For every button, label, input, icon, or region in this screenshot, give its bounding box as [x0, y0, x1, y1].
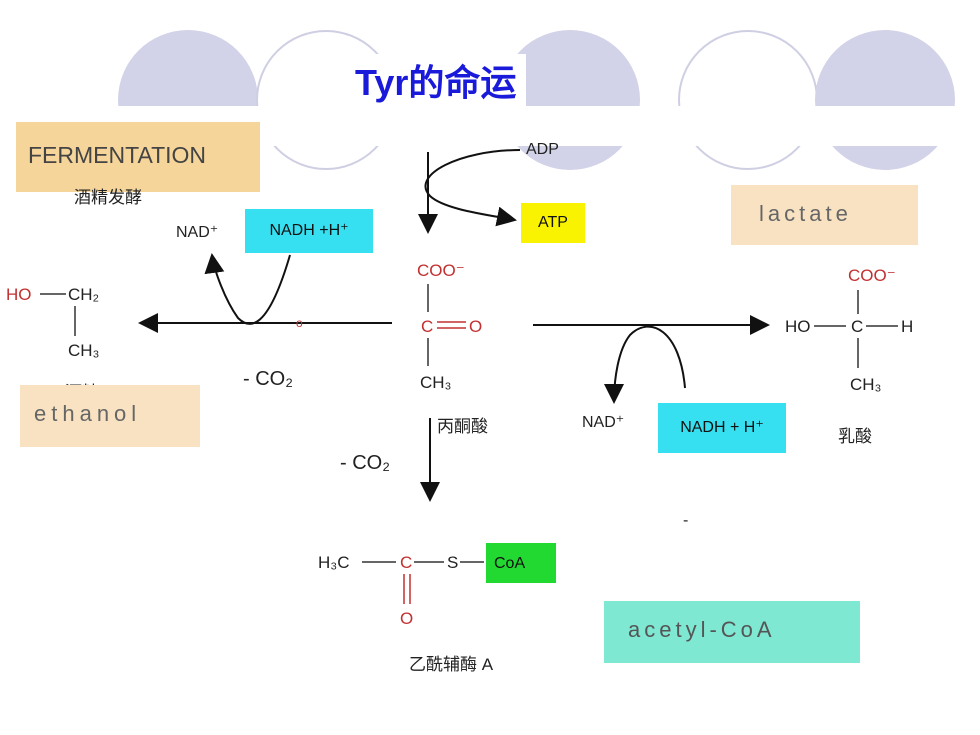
adp-label: ADP [526, 141, 559, 158]
fermentation-label: FERMENTATION [28, 142, 207, 168]
lactate-ho: HO [785, 317, 811, 336]
decor-circle-4 [678, 30, 818, 170]
adp-atp-curve [424, 149, 521, 227]
nadh-to-nad-curve-right [604, 325, 686, 404]
acetylcoa-box: acetyl-CoA [604, 601, 860, 663]
pyruvate-zh: 丙酮酸 [437, 417, 488, 436]
acetylcoa-coa: CoA [494, 555, 525, 572]
atp-box: ATP [521, 203, 585, 243]
lactate-h: H [901, 317, 913, 336]
acetylcoa-h3c: H₃C [318, 553, 349, 572]
pyruvate-c: C [421, 317, 433, 336]
lactate-ch3: CH₃ [850, 375, 881, 394]
fermentation-box: FERMENTATION [16, 122, 260, 192]
acetylcoa-zh: 乙酰辅酶 A [409, 655, 494, 674]
lactate-c: C [851, 317, 863, 336]
lactate-label: lactate [759, 201, 852, 226]
acetylcoa-c: C [400, 553, 412, 572]
ethanol-ch2: CH₂ [68, 285, 99, 304]
page-title: Tyr的命运 [345, 54, 527, 106]
pyruvate-o: O [469, 317, 482, 336]
fermentation-zh: 酒精发酵 [74, 188, 142, 207]
acetylcoa-label: acetyl-CoA [628, 617, 776, 642]
acetylcoa-s: S [447, 553, 458, 572]
pyruvate-ch3: CH₃ [420, 373, 451, 392]
co2-down-label: - CO₂ [340, 452, 390, 474]
co2-left-label: - CO₂ [243, 368, 293, 390]
nadh-right-box: NADH + H⁺ [658, 403, 786, 453]
bond-node-o: o [296, 316, 303, 330]
ethanol-box: ethanol [20, 385, 200, 447]
ethanol-ho: HO [6, 285, 32, 304]
decor-circle-5 [815, 30, 955, 170]
acetylcoa-o: O [400, 609, 413, 628]
pyruvate-coo: COO⁻ [417, 261, 465, 280]
coa-box [486, 543, 556, 583]
dash-mark: - [683, 512, 689, 529]
nad-right-label: NAD⁺ [582, 414, 625, 431]
lactate-box: lactate [731, 185, 918, 245]
ethanol-ch3: CH₃ [68, 341, 99, 360]
ethanol-label: ethanol [34, 401, 142, 426]
nadh-left-box: NADH +H⁺ [245, 209, 373, 253]
lactate-zh: 乳酸 [838, 427, 872, 446]
lactate-coo: COO⁻ [848, 266, 896, 285]
nad-left-label: NAD⁺ [176, 224, 219, 241]
nadh-to-nad-curve-left [204, 253, 291, 325]
